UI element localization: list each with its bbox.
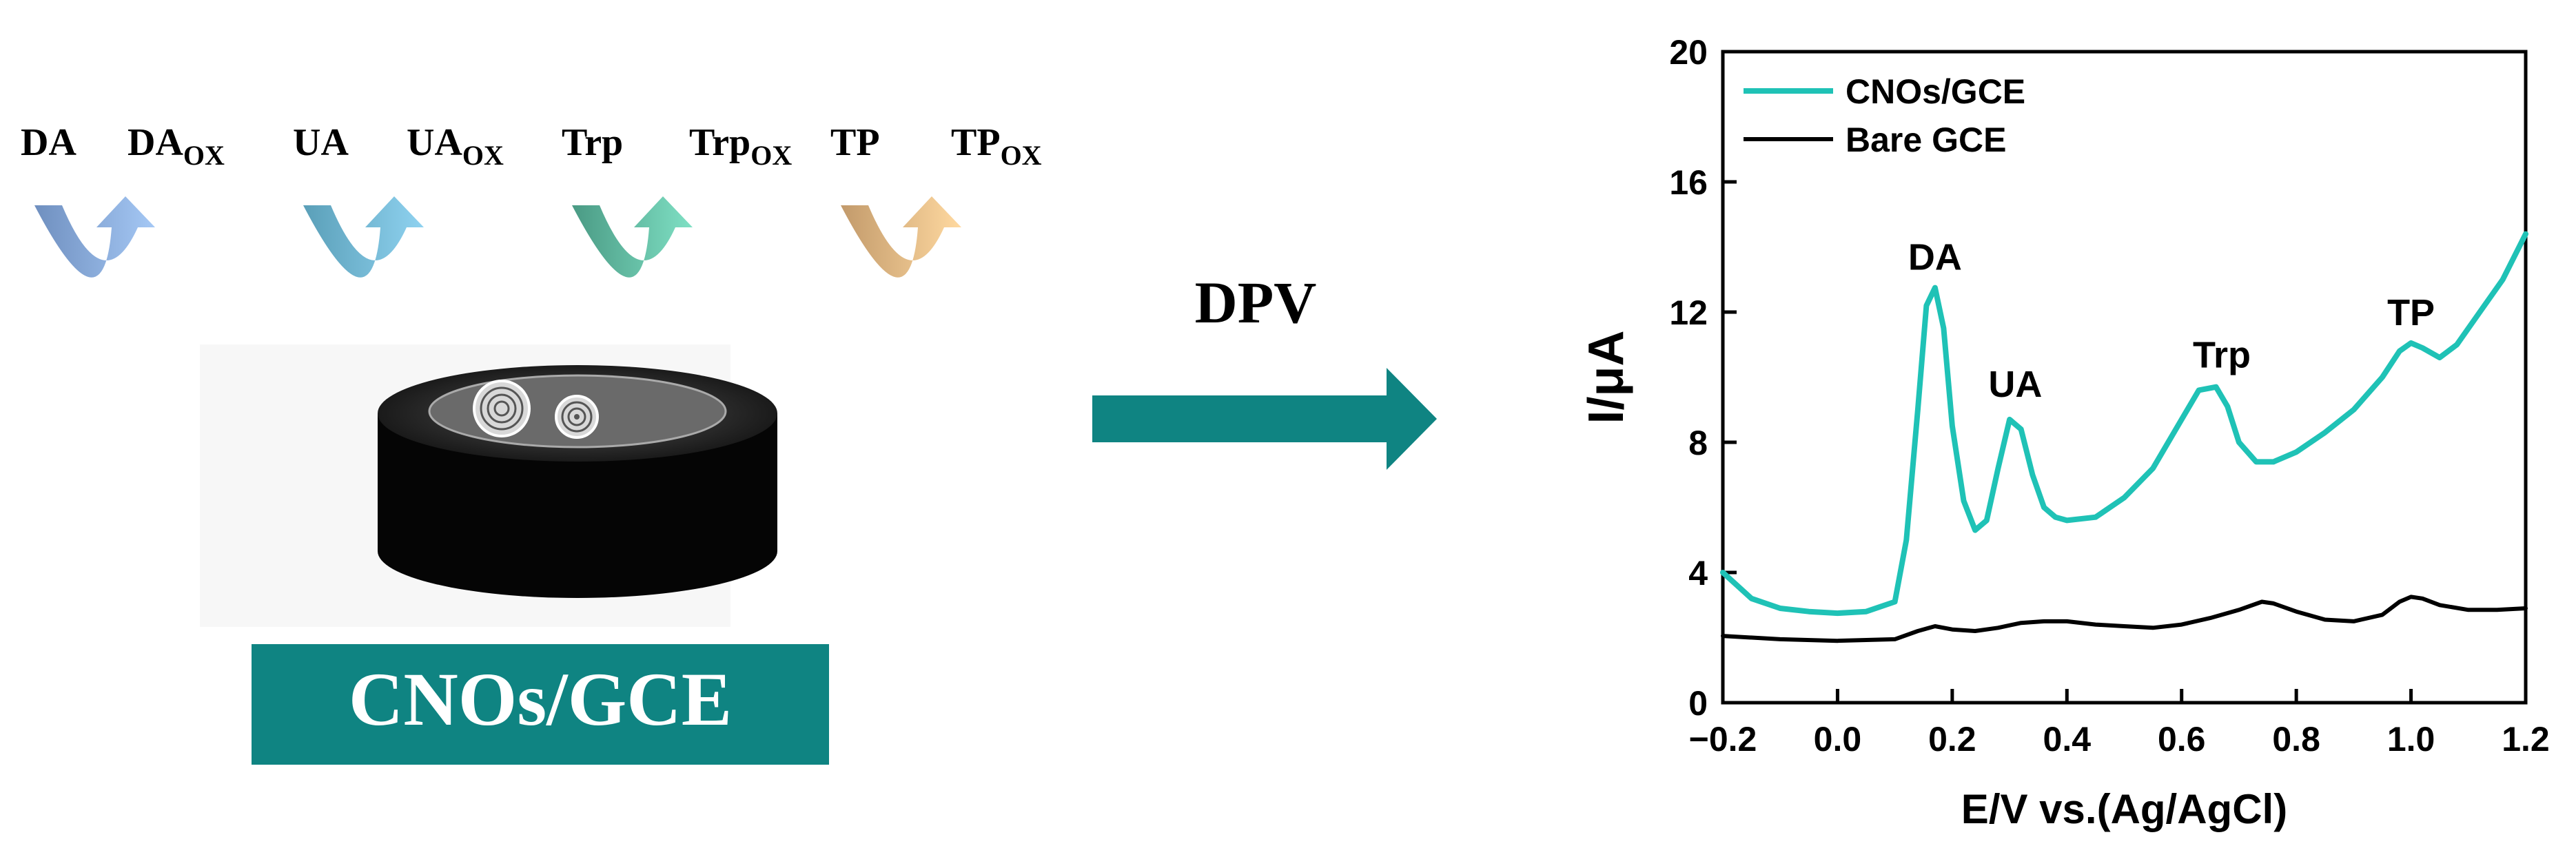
x-tick-label: −0.2 bbox=[1689, 720, 1757, 758]
carbon-nano-onion-large bbox=[473, 380, 531, 437]
redox-arc-arrow-2 bbox=[572, 196, 693, 278]
peak-label-da: DA bbox=[1908, 237, 1962, 278]
electrode-body bbox=[378, 413, 777, 598]
x-tick-label: 0.0 bbox=[1814, 720, 1862, 758]
x-tick-label: 0.8 bbox=[2272, 720, 2320, 758]
series-line-bare-gce bbox=[1721, 595, 2528, 643]
species-label-2: Trp bbox=[562, 121, 623, 164]
process-arrow bbox=[1092, 368, 1437, 470]
redox-arc-arrow-0 bbox=[34, 196, 155, 278]
carbon-nano-onion-small bbox=[555, 395, 599, 439]
process-label: DPV bbox=[1195, 269, 1317, 335]
electrode-label: CNOs/GCE bbox=[349, 657, 732, 741]
species-label-1: UA bbox=[293, 121, 349, 164]
species-ox-label-1: UAOX bbox=[407, 121, 504, 171]
electrode-illustration bbox=[200, 344, 777, 627]
x-tick-label: 1.0 bbox=[2387, 720, 2435, 758]
species-ox-label-0: DAOX bbox=[127, 121, 225, 171]
x-axis-label: E/V vs.(Ag/AgCl) bbox=[1961, 786, 2287, 832]
x-tick-label: 1.2 bbox=[2502, 720, 2550, 758]
electrode-label-box bbox=[252, 644, 829, 765]
species-ox-label-2: TrpOX bbox=[689, 121, 792, 171]
redox-arc-arrow-1 bbox=[303, 196, 424, 278]
species-ox-label-3: TPOX bbox=[951, 121, 1042, 171]
x-tick-label: 0.6 bbox=[2158, 720, 2206, 758]
legend-label-0: CNOs/GCE bbox=[1846, 72, 2025, 111]
plot-frame bbox=[1721, 50, 2528, 705]
y-tick-label: 0 bbox=[1688, 684, 1708, 723]
peak-label-tp: TP bbox=[2387, 292, 2435, 333]
y-tick-label: 16 bbox=[1669, 163, 1708, 202]
y-tick-label: 8 bbox=[1688, 424, 1708, 462]
peak-label-trp: Trp bbox=[2193, 334, 2251, 375]
x-tick-label: 0.4 bbox=[2043, 720, 2092, 758]
redox-arc-arrow-3 bbox=[841, 196, 961, 278]
legend-label-1: Bare GCE bbox=[1846, 121, 2006, 159]
species-group: DA DAOX UA UAOX Trp TrpOX TP TPOX bbox=[21, 121, 1042, 278]
y-tick-label: 4 bbox=[1688, 554, 1708, 592]
series-line-cnos-gce bbox=[1720, 231, 2528, 617]
x-tick-label: 0.2 bbox=[1928, 720, 1976, 758]
species-label-3: TP bbox=[830, 121, 880, 164]
species-label-0: DA bbox=[21, 121, 76, 164]
peak-label-ua: UA bbox=[1988, 364, 2042, 405]
y-axis-label: I/μA bbox=[1579, 330, 1634, 424]
y-tick-label: 20 bbox=[1669, 33, 1708, 72]
y-tick-label: 12 bbox=[1669, 293, 1708, 332]
dpv-chart: −0.2 0.0 0.2 0.4 0.6 0.8 1.0 1.2 0 4 8 12 16 20E/V vs… bbox=[1579, 33, 2550, 832]
